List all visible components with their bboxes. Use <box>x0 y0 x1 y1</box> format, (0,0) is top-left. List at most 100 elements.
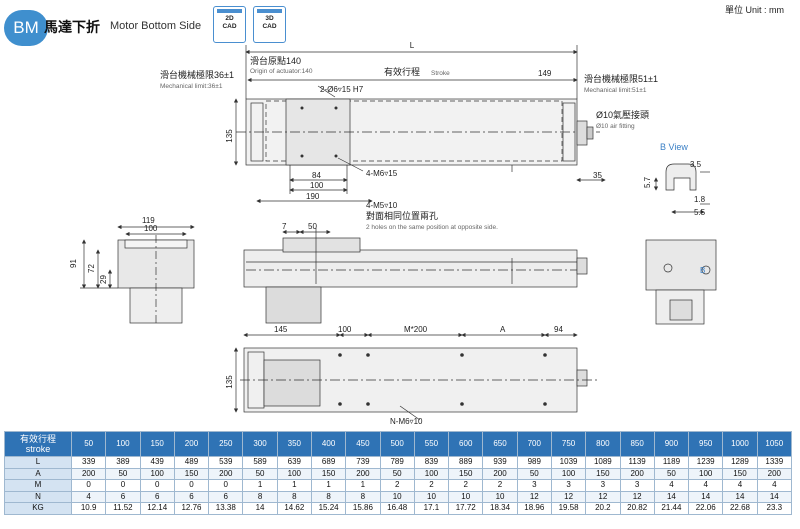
hole-4-label: 4-M6▿15 <box>366 169 398 178</box>
bot-dim-145: 145 <box>274 325 288 334</box>
table-cell: 1289 <box>722 456 758 469</box>
table-cell: 14 <box>653 490 690 503</box>
title-en: Motor Bottom Side <box>110 20 202 32</box>
table-cell: 0 <box>139 479 175 492</box>
table-cell: 2 <box>482 479 518 492</box>
table-cell: 1 <box>310 479 347 492</box>
right-end-view <box>645 239 717 325</box>
table-cell: 14 <box>756 490 793 503</box>
b-dim-1-8: 1.8 <box>694 195 706 204</box>
table-cell: 1239 <box>688 456 724 469</box>
table-cell: 200 <box>756 467 793 480</box>
table-cell: 889 <box>448 456 484 469</box>
cad-2d-line2: CAD <box>222 23 237 30</box>
end-dim-72: 72 <box>87 264 96 273</box>
table-cell: 150 <box>722 467 758 480</box>
stroke-header-en: stroke <box>25 444 51 454</box>
table-cell: 1 <box>242 479 278 492</box>
table-cell: 100 <box>688 467 724 480</box>
table-cell: 14 <box>688 490 724 503</box>
row-label: N <box>4 490 72 503</box>
dim-100-top: 100 <box>310 181 324 190</box>
bot-dim-M: M*200 <box>404 325 428 334</box>
table-cell: 2 <box>379 479 415 492</box>
table-cell: 0 <box>105 479 141 492</box>
cad-3d-line1: 3D <box>265 15 274 22</box>
cad-3d-line2: CAD <box>262 23 277 30</box>
side-view <box>243 228 588 324</box>
b-dim-5-5: 5.5 <box>694 208 706 217</box>
table-cell: 12.14 <box>139 502 175 515</box>
table-cell: 18.34 <box>482 502 518 515</box>
table-cell: 4 <box>70 490 107 503</box>
table-cell: 1 <box>345 479 381 492</box>
bot-dim-135: 135 <box>225 375 234 389</box>
bot-dim-A: A <box>500 325 506 334</box>
table-cell: 739 <box>345 456 381 469</box>
stroke-col-header: 150 <box>139 431 175 457</box>
table-cell: 839 <box>413 456 450 469</box>
table-cell: 639 <box>276 456 312 469</box>
side-hole-label: 4-M5▿10 <box>366 201 398 210</box>
series-badge: BM <box>4 10 48 46</box>
table-cell: 17.72 <box>448 502 484 515</box>
stroke-col-header: 400 <box>310 431 347 457</box>
table-cell: 1139 <box>619 456 655 469</box>
table-cell: 8 <box>242 490 278 503</box>
table-cell: 22.68 <box>722 502 758 515</box>
table-cell: 50 <box>379 467 415 480</box>
table-cell: 16.48 <box>379 502 415 515</box>
stroke-col-header: 850 <box>619 431 655 457</box>
dim-84: 84 <box>312 171 321 180</box>
table-cell: 150 <box>585 467 621 480</box>
table-cell: 489 <box>173 456 210 469</box>
stroke-col-header: 950 <box>688 431 724 457</box>
table-cell: 150 <box>448 467 484 480</box>
unit-label: 單位 Unit : mm <box>724 5 784 15</box>
table-cell: 689 <box>310 456 347 469</box>
stroke-col-header: 350 <box>276 431 312 457</box>
table-cell: 1339 <box>756 456 793 469</box>
table-cell: 10 <box>413 490 450 503</box>
table-cell: 18.96 <box>516 502 552 515</box>
table-cell: 100 <box>276 467 312 480</box>
end-dim-91: 91 <box>69 259 78 268</box>
stroke-label-en: Stroke <box>431 70 450 77</box>
row-label: A <box>4 467 72 480</box>
table-cell: 23.3 <box>756 502 793 515</box>
table-cell: 13.38 <box>208 502 244 515</box>
table-cell: 1039 <box>550 456 587 469</box>
table-cell: 8 <box>345 490 381 503</box>
limit-right-en: Mechanical limit:51±1 <box>584 87 647 94</box>
table-cell: 200 <box>70 467 107 480</box>
side-note-en: 2 holes on the same position at opposite… <box>366 224 498 231</box>
stroke-col-header: 50 <box>70 431 107 457</box>
b-view-marker: B <box>700 266 705 275</box>
table-cell: 10 <box>379 490 415 503</box>
b-view-title: B View <box>660 142 688 152</box>
table-cell: 2 <box>448 479 484 492</box>
table-cell: 15.86 <box>345 502 381 515</box>
limit-left-zh: 滑台機械極限36±1 <box>160 69 234 80</box>
table-cell: 50 <box>653 467 690 480</box>
stroke-col-header: 450 <box>345 431 381 457</box>
stroke-col-header: 300 <box>242 431 278 457</box>
table-cell: 12 <box>585 490 621 503</box>
table-cell: 14 <box>722 490 758 503</box>
table-cell: 100 <box>139 467 175 480</box>
row-label: L <box>4 456 72 469</box>
table-cell: 389 <box>105 456 141 469</box>
floppy-icon <box>217 9 242 13</box>
table-cell: 989 <box>516 456 552 469</box>
b-view-drawing <box>653 163 710 215</box>
stroke-col-header: 100 <box>105 431 141 457</box>
table-cell: 200 <box>619 467 655 480</box>
table-cell: 3 <box>550 479 587 492</box>
top-view <box>233 45 606 204</box>
table-cell: 1089 <box>585 456 621 469</box>
